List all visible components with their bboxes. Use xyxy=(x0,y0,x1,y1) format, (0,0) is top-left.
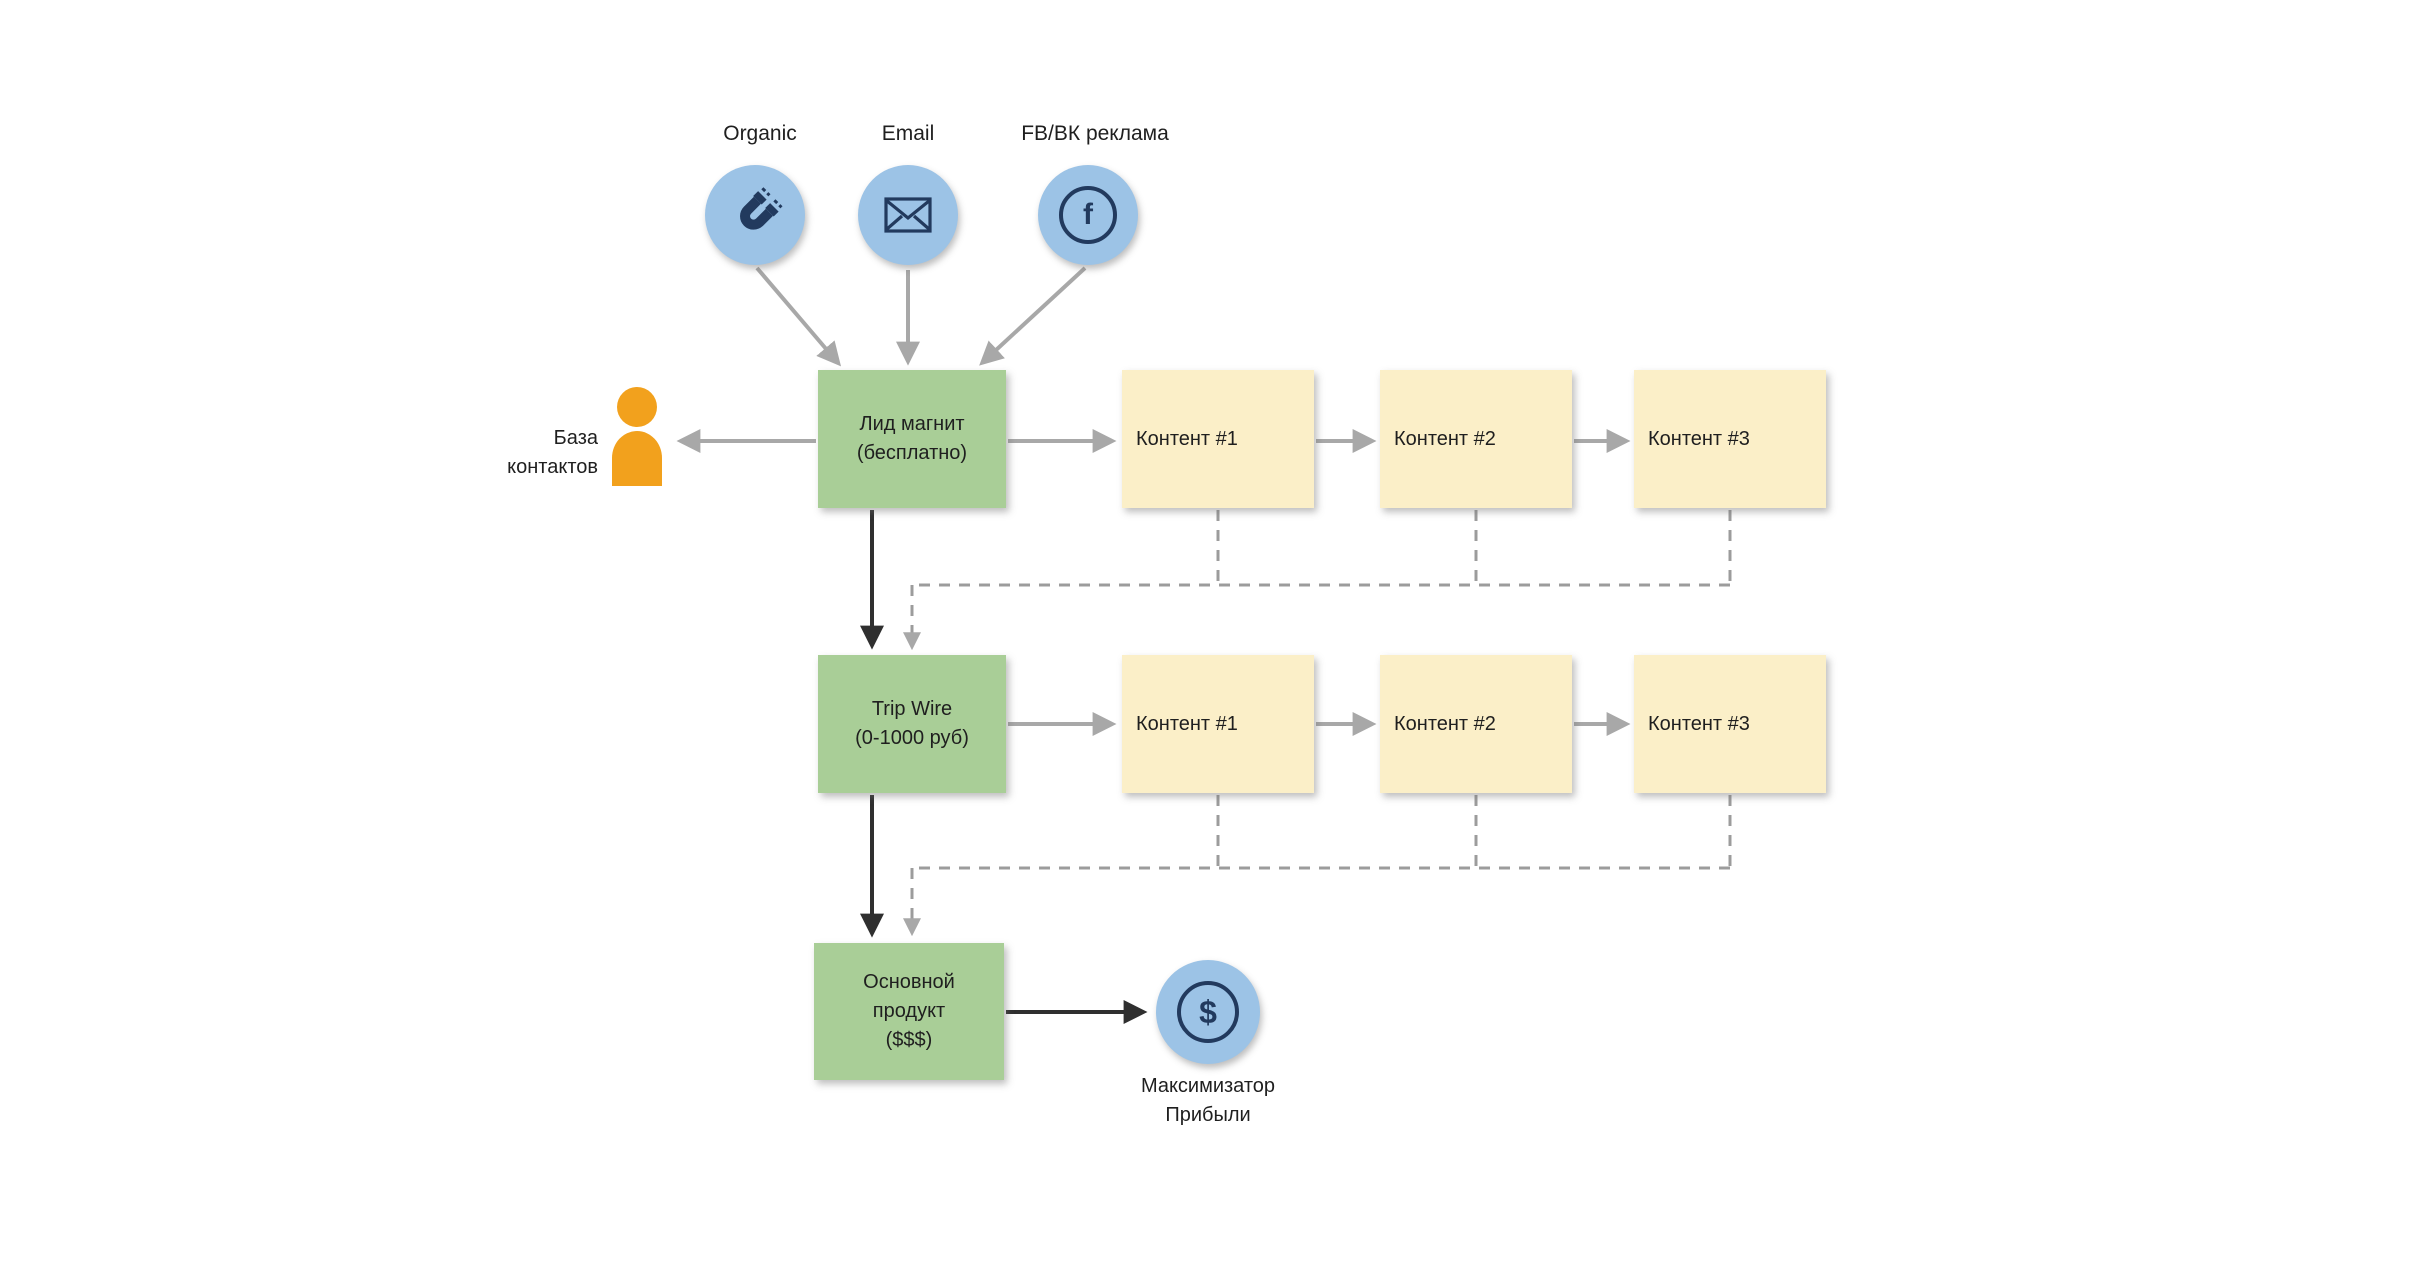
dollar-icon: $ xyxy=(1177,981,1239,1043)
content-1-row2-node: Контент #1 xyxy=(1122,655,1314,793)
envelope-icon xyxy=(884,197,932,233)
fbvk-source-node: f xyxy=(1038,165,1138,265)
profit-maximizer-line1: Максимизатор xyxy=(1140,1075,1276,1097)
lead-magnet-node: Лид магнит (бесплатно) xyxy=(818,370,1006,508)
organic-source-node xyxy=(705,165,805,265)
contacts-database-node xyxy=(610,386,664,486)
content-1-row1-label: Контент #1 xyxy=(1136,427,1238,450)
contacts-label-line2: контактов xyxy=(507,456,598,478)
trip-wire-line2: (0-1000 руб) xyxy=(855,727,969,749)
profit-maximizer-line2: Прибыли xyxy=(1165,1104,1251,1126)
contacts-database-label: База контактов xyxy=(408,424,598,482)
profit-maximizer-node: $ xyxy=(1156,960,1260,1064)
person-icon xyxy=(612,387,662,486)
dollar-glyph: $ xyxy=(1199,993,1217,1030)
source-label-organic: Organic xyxy=(723,122,797,145)
magnet-icon xyxy=(740,187,783,230)
content-1-row1-node: Контент #1 xyxy=(1122,370,1314,508)
main-product-node: Основной продукт ($$$) xyxy=(814,943,1004,1080)
content-2-row2-node: Контент #2 xyxy=(1380,655,1572,793)
content-2-row1-label: Контент #2 xyxy=(1394,427,1496,450)
content-2-row1-node: Контент #2 xyxy=(1380,370,1572,508)
main-product-line1: Основной xyxy=(863,971,955,993)
source-label-fbvk-ads: FB/ВК реклама xyxy=(1021,122,1169,145)
connector-organic-to-leadmagnet xyxy=(755,266,842,367)
trip-wire-node: Trip Wire (0-1000 руб) xyxy=(818,655,1006,793)
source-label-email: Email xyxy=(881,122,935,145)
email-source-node xyxy=(858,165,958,265)
content-1-row2-label: Контент #1 xyxy=(1136,712,1238,735)
lead-magnet-line2: (бесплатно) xyxy=(856,442,968,464)
contacts-label-line1: База xyxy=(553,427,598,449)
content-3-row1-node: Контент #3 xyxy=(1634,370,1826,508)
main-product-line3: ($$$) xyxy=(885,1029,933,1051)
profit-maximizer-label: Максимизатор Прибыли xyxy=(1078,1072,1338,1130)
content-3-row2-label: Контент #3 xyxy=(1648,712,1750,735)
connector-fbvk-to-leadmagnet xyxy=(979,266,1087,366)
trip-wire-line1: Trip Wire xyxy=(871,698,953,720)
content-2-row2-label: Контент #2 xyxy=(1394,712,1496,735)
lead-magnet-line1: Лид магнит xyxy=(859,413,965,435)
content-3-row1-label: Контент #3 xyxy=(1648,427,1750,450)
content-3-row2-node: Контент #3 xyxy=(1634,655,1826,793)
main-product-line2: продукт xyxy=(872,1000,946,1022)
facebook-glyph: f xyxy=(1083,198,1093,231)
facebook-icon: f xyxy=(1059,186,1117,244)
